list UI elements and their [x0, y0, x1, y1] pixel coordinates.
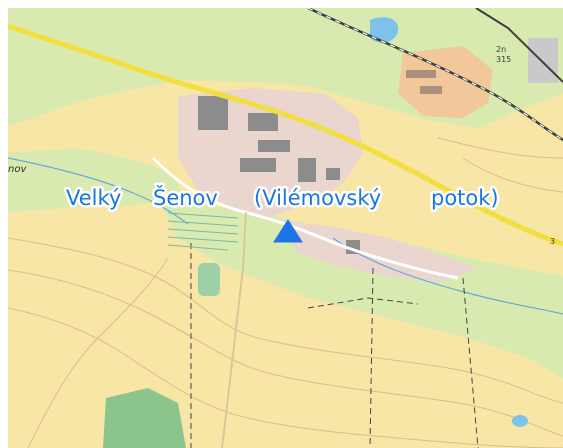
stream [332, 237, 563, 315]
railway [475, 8, 563, 83]
secondary-road [221, 211, 247, 448]
station-label-word-senov: Šenov [153, 185, 218, 210]
station-label-word-vilemovsky: (Vilémovský [254, 186, 381, 210]
forest-area [103, 388, 186, 448]
building [420, 86, 442, 94]
main-road [8, 23, 563, 247]
path-track [307, 297, 419, 309]
topographic-map[interactable]: nov 2n 315 3 Velký Šenov (Vilémovský pot… [8, 8, 563, 448]
path-track [462, 277, 479, 448]
built-up-area [278, 220, 478, 283]
station-label-word-velky: Velký [66, 186, 121, 210]
contour-line [8, 269, 563, 437]
building [528, 38, 558, 83]
stream [8, 157, 189, 225]
road-label-right: 3 [550, 237, 555, 246]
building [248, 113, 278, 131]
path-track [369, 267, 374, 448]
station-label-word-potok: potok) [431, 186, 499, 210]
railway [307, 8, 563, 141]
place-label-top-right-number-2: 315 [496, 55, 511, 64]
wetland-hatch [167, 212, 239, 251]
building [326, 168, 340, 180]
secondary-road [151, 156, 459, 280]
place-label-top-right-number-1: 2n [496, 45, 506, 54]
wet-meadow [198, 263, 220, 296]
pond [512, 415, 528, 427]
place-label-left-edge: nov [8, 164, 27, 175]
forest-area [158, 198, 563, 378]
building [240, 158, 276, 172]
contour-line [8, 307, 563, 448]
building [298, 158, 316, 182]
building [258, 140, 290, 152]
industrial-area [398, 46, 493, 118]
pond [370, 17, 399, 43]
contour-line [8, 237, 563, 404]
contour-line [462, 157, 563, 193]
contour-line [27, 257, 169, 448]
contour-line [437, 137, 563, 159]
map-frame[interactable]: nov 2n 315 3 Velký Šenov (Vilémovský pot… [8, 8, 563, 448]
building [406, 70, 436, 78]
building [198, 96, 228, 130]
station-triangle-icon[interactable] [273, 219, 303, 243]
